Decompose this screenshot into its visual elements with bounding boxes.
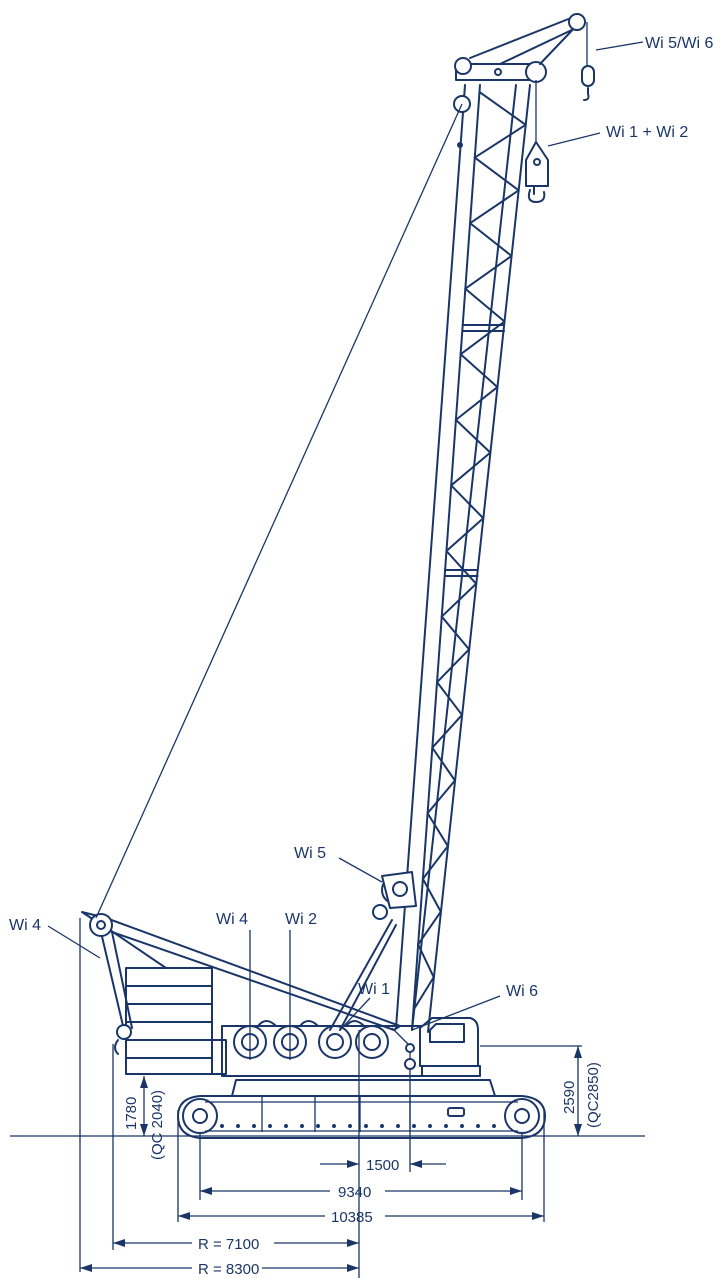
hook-block-wi56 [581,22,595,101]
dimension-lines [79,918,582,1278]
lattice-diagonal [464,254,513,290]
lattice-boom [395,13,586,1033]
track-link-pin [380,1124,384,1128]
lattice-diagonal [473,123,527,159]
label-wi4-left: Wi 4 [9,917,41,934]
lattice-diagonal [469,189,520,225]
leader-wi56 [595,41,644,51]
label-wi1-wi2: Wi 1 + Wi 2 [606,124,688,141]
track-link-pin [284,1124,288,1128]
lattice-diagonal [473,156,520,192]
dim-2590: 2590 [561,1081,578,1114]
track-link-pin [476,1124,480,1128]
leader-wi12 [547,132,601,147]
lattice-diagonal [454,418,492,454]
lattice-diagonal [431,713,464,749]
lattice-diagonal [421,877,442,913]
hook-block-wi12 [525,80,549,203]
label-wi5: Wi 5 [294,845,326,862]
lattice-diagonal [426,779,456,815]
lattice-diagonal [431,746,456,782]
track-link-pin [428,1124,432,1128]
upper-carriage [221,1020,481,1077]
crawler-track [177,1079,546,1139]
track-link-pin [460,1124,464,1128]
lattice-diagonal [459,353,499,389]
operator-cab [419,1017,479,1067]
lattice-diagonal [445,550,478,585]
track-link-pin [316,1124,320,1128]
dim-1780-qc: (QC 2040) [149,1090,166,1160]
lattice-diagonal [426,812,449,848]
track-link-pin [300,1124,304,1128]
boom-foot-rigging [329,871,417,1070]
track-link-pin [348,1124,352,1128]
track-link-pin [220,1124,224,1128]
track-link-pin [412,1124,416,1128]
luffing-rope [95,103,463,919]
label-wi1: Wi 1 [358,981,390,998]
lattice-diagonal [459,320,506,356]
lattice-diagonal [436,681,464,716]
track-link-pin [444,1124,448,1128]
winch-drum-wi1 [318,1025,352,1059]
lattice-diagonal [436,648,471,684]
mast-head-sheave [89,913,113,937]
dim-10385: 10385 [331,1209,373,1226]
track-link-pin [236,1124,240,1128]
track-link-pin [492,1124,496,1128]
boom-section-joint [444,569,479,577]
lattice-diagonal [450,484,485,520]
lattice-diagonal [464,287,506,323]
lattice-diagonal [417,910,442,946]
dim-r7100: R = 7100 [198,1236,259,1253]
lattice-diagonal [440,615,471,651]
dim-9340: 9340 [338,1184,371,1201]
lattice-diagonal [478,91,527,126]
track-link-pin [268,1124,272,1128]
lattice-diagonal [450,451,492,487]
lattice-diagonal [454,386,499,421]
leader-wi4-left [47,925,101,959]
dim-1500: 1500 [366,1157,399,1174]
track-link-pin [252,1124,256,1128]
boom-section-joint [461,324,506,332]
lattice-diagonal [445,517,485,552]
dim-1780: 1780 [123,1097,140,1130]
leader-wi5 [338,857,383,883]
dim-2590-qc: (QC2850) [585,1062,602,1128]
lattice-diagonal [421,845,449,880]
dim-r8300: R = 8300 [198,1261,259,1278]
label-wi6: Wi 6 [506,983,538,1000]
label-wi5-wi6: Wi 5/Wi 6 [645,35,714,52]
winch-drum-wi6 [355,1025,389,1059]
track-link-pin [332,1124,336,1128]
drive-sprocket [504,1098,540,1134]
lattice-diagonal [440,582,478,618]
lattice-diagonal [412,976,435,1011]
idler-wheel [182,1098,218,1134]
leader-wi1 [339,997,371,1031]
track-link-pin [396,1124,400,1128]
lattice-diagonal [469,222,513,257]
label-wi2: Wi 2 [285,911,317,928]
lattice-diagonal [417,943,435,979]
track-link-pin [364,1124,368,1128]
label-wi4: Wi 4 [216,911,248,928]
counterweight-stack [125,967,227,1075]
leader-wi6 [411,995,501,1031]
